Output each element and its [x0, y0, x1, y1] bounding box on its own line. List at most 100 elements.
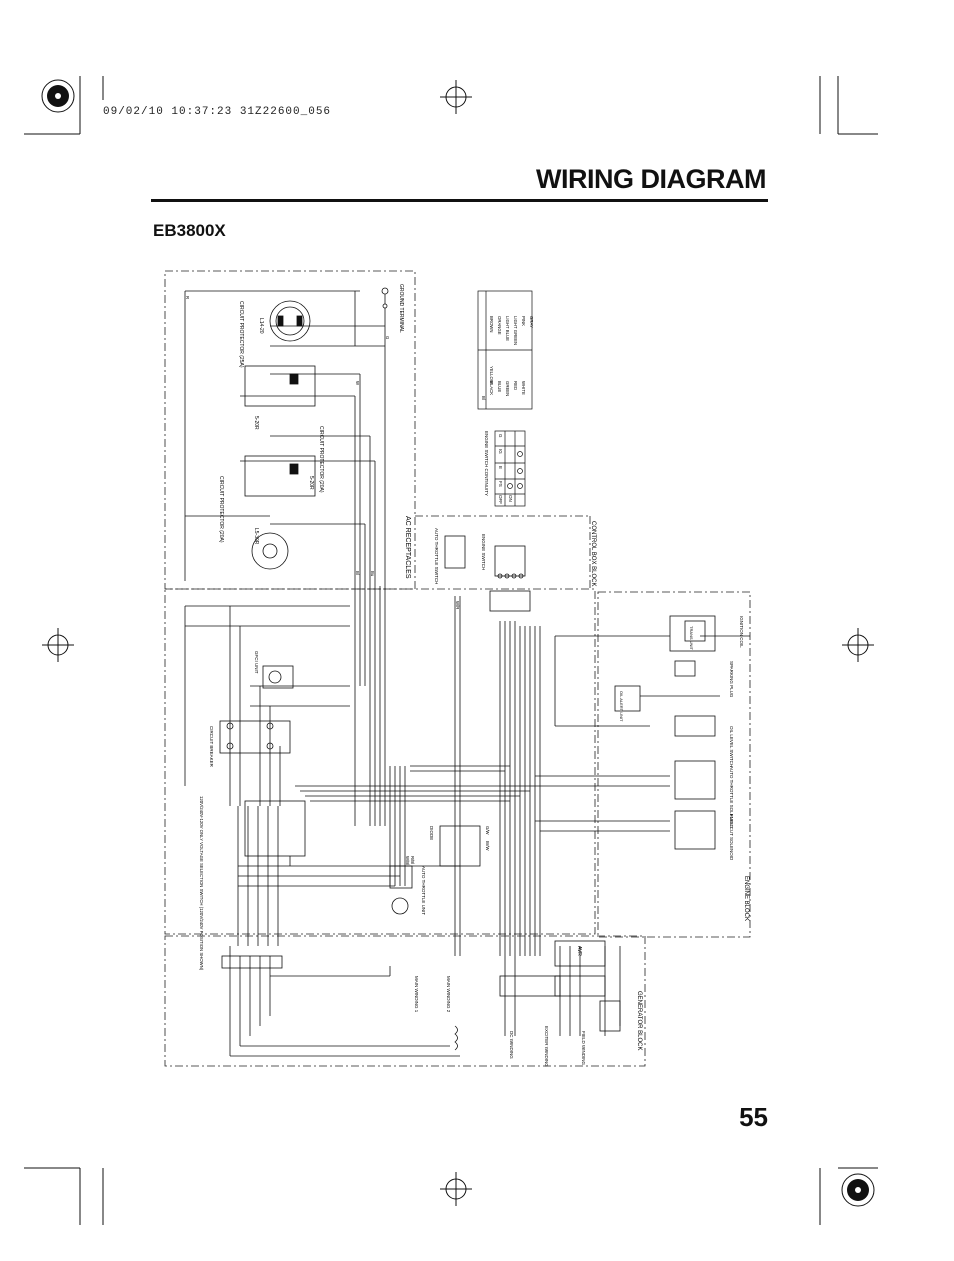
oil-level-switch-icon [674, 715, 716, 737]
wire-label: R/Bl [410, 856, 415, 864]
diode-label: DIODE [429, 826, 434, 840]
color-name: WHITE [521, 381, 526, 395]
5-20r-label-b: 5-20R [308, 476, 314, 490]
engine-switch-icon [494, 545, 526, 577]
ignition-coil-label: IGNITION COIL [739, 616, 744, 648]
main-winding-1-label: MAIN WINDING 1 [414, 976, 419, 1013]
control-box-block-label: CONTROL BOX BLOCK [590, 521, 596, 586]
l5-30r-label: L5-30R [253, 528, 259, 545]
fuel-cut-solenoid-label: FUEL CUT SOLENOID [729, 814, 734, 861]
terminal-strip-icon [221, 955, 283, 969]
dc-winding-label: DC WINDING [509, 1031, 514, 1059]
wire-label: R [185, 296, 190, 299]
main-winding-coil-icon [454, 1025, 458, 1051]
spark-plug-icon [674, 660, 696, 677]
title-divider [151, 199, 768, 202]
color-name: BROWN [489, 316, 494, 332]
field-winding-label: FIELD WINDING [581, 1031, 586, 1066]
auto-throttle-unit-icon [389, 865, 413, 889]
continuity-table [494, 430, 526, 507]
voltage-selection-switch-icon [244, 800, 306, 857]
engine-block-outline [597, 591, 751, 938]
connector-strip-a [499, 975, 561, 997]
field-winding-icon [599, 1000, 621, 1032]
ground-terminal-label: GROUND TERMINAL [398, 284, 404, 333]
l5-30r-receptacle-icon [251, 532, 289, 570]
l14-20-label: L14-20 [258, 318, 264, 334]
engine-block-label: ENGINE BLOCK [743, 876, 749, 921]
circuit-protector-20a-label-a: CIRCUIT PROTECTOR (20A) [318, 426, 324, 493]
wire-label: W/R [455, 601, 460, 609]
color-name: LIGHT GREEN [513, 316, 518, 345]
continuity-header-g: G [498, 434, 503, 438]
connector-strip-b [554, 975, 606, 997]
color-code-table [477, 290, 533, 410]
oil-alert-label: OIL ALERT UNIT [619, 691, 624, 722]
wire-label: W [355, 381, 360, 386]
print-stamp: 09/02/10 10:37:23 31Z22600_056 [103, 106, 332, 118]
circuit-protector-20a-label-b: CIRCUIT PROTECTOR (20A) [218, 476, 224, 543]
color-name: ORANGE [497, 316, 502, 335]
main-winding-2-label: MAIN WINDING 2 [446, 976, 451, 1013]
continuity-header-e: E [498, 466, 503, 469]
continuity-header-ig: IG [498, 449, 503, 454]
continuity-table-caption: ENGINE SWITCH CONTINUITY [484, 431, 489, 496]
exciter-winding-label: EXCITER WINDING [544, 1026, 549, 1067]
color-code-entries: Bl BLACK YELLOW BLUE GREEN RED WHITE BRO… [481, 316, 534, 400]
registration-target-icon [841, 1173, 875, 1207]
circuit-breaker-label: CIRCUIT BREAKER [209, 726, 214, 768]
5-20r-receptacle-b [244, 455, 316, 497]
color-name: RED [513, 381, 518, 390]
auto-throttle-unit-label: AUTO THROTTLE UNIT [421, 866, 426, 915]
oil-level-switch-label: OIL LEVEL SWITCH [729, 726, 734, 767]
color-name: YELLOW [489, 366, 494, 385]
engine-switch-label: ENGINE SWITCH [481, 534, 486, 570]
color-name: BLACK [489, 381, 494, 395]
ignition-coil-icon [669, 615, 716, 652]
continuity-row-off: OFF [498, 495, 503, 504]
wiring-diagram: GROUND TERMINAL CIRCUIT PROTECTOR (25A) … [164, 270, 751, 1067]
wire-label: Bl [355, 571, 360, 575]
avr-label: AVR [576, 946, 582, 956]
auto-throttle-solenoid-icon [674, 760, 716, 800]
wire-label: G [385, 336, 390, 340]
page-number: 55 [739, 1102, 768, 1132]
5-20r-receptacle-a [244, 365, 316, 407]
ac-receptacles-block-outline [164, 270, 416, 590]
auto-throttle-solenoid-label: AUTO THROTTLE SOLENOID [729, 766, 734, 829]
l14-20-receptacle-icon [269, 300, 311, 342]
registration-target-icon [41, 79, 75, 113]
page-title: WIRING DIAGRAM [536, 164, 766, 194]
gfci-label: GFCI UNIT [254, 651, 259, 674]
wire-label: Bu [370, 571, 375, 577]
continuity-header-fs: FS [498, 481, 503, 487]
wire-label: W/Bl [405, 856, 410, 865]
wire-label: G/W [485, 826, 490, 836]
continuity-row-on: ON [508, 495, 513, 502]
auto-throttle-switch-label: AUTO THROTTLE SWITCH [434, 528, 439, 584]
wire-label: Br/W [485, 841, 490, 851]
spark-plug-label: SPARKING PLUG [729, 661, 734, 698]
color-name: PINK [521, 316, 526, 326]
ac-receptacles-label: AC RECEPTACLES [404, 516, 411, 579]
trans-unit-label: TRANS UNIT [689, 626, 694, 651]
gfci-unit-icon [262, 665, 294, 689]
fuel-cut-solenoid-icon [674, 810, 716, 850]
color-name: GRAY [529, 316, 534, 328]
auto-throttle-switch-icon [444, 535, 466, 569]
generator-block-outline [164, 935, 646, 1067]
color-code: Bl [481, 396, 486, 400]
avr-icon [554, 940, 606, 967]
model-label: EB3800X [153, 221, 226, 240]
oil-alert-unit-icon [614, 685, 641, 712]
generator-block-label: GENERATOR BLOCK [636, 991, 642, 1050]
color-name: LIGHT BLUE [505, 316, 510, 341]
color-name: GREEN [505, 381, 510, 396]
circuit-breaker-icon [219, 720, 291, 754]
voltage-switch-label: 120V/240V-120V ONLY VOLTAGE SELECTION SW… [199, 796, 204, 971]
diode-icon [439, 825, 481, 867]
5-20r-label-a: 5-20R [253, 416, 259, 430]
color-name: BLUE [497, 381, 502, 392]
circuit-protector-25a-label: CIRCUIT PROTECTOR (25A) [238, 301, 244, 368]
